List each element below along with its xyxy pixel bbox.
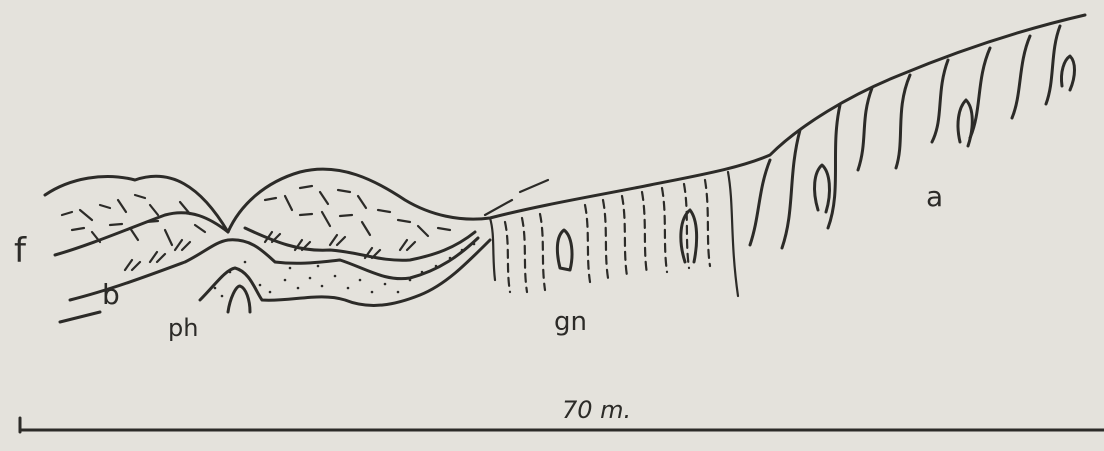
- b-layer-top: [245, 228, 475, 260]
- scale-bar-label: 70 m.: [562, 396, 631, 424]
- label-b: b: [102, 278, 120, 311]
- gn-contact: [490, 218, 495, 280]
- b-layer-base: [70, 238, 478, 300]
- gn-a-contact: [728, 172, 738, 296]
- gn-lens-2: [681, 210, 697, 262]
- label-gn: gn: [554, 307, 587, 337]
- a-lens-3: [1061, 56, 1074, 90]
- a-lens-1: [815, 165, 830, 212]
- gn-lens-1: [557, 230, 572, 270]
- fault-dash-2: [520, 180, 548, 192]
- ph-lens: [228, 286, 250, 312]
- label-f: f: [14, 231, 27, 271]
- a-lens-2: [958, 100, 972, 146]
- a-unit-foliation: [750, 26, 1060, 248]
- f-unit-base: [55, 213, 228, 255]
- label-ph: ph: [168, 314, 198, 342]
- gn-foliation: [505, 180, 710, 292]
- b-leader-line: [60, 312, 100, 322]
- label-a: a: [926, 180, 943, 213]
